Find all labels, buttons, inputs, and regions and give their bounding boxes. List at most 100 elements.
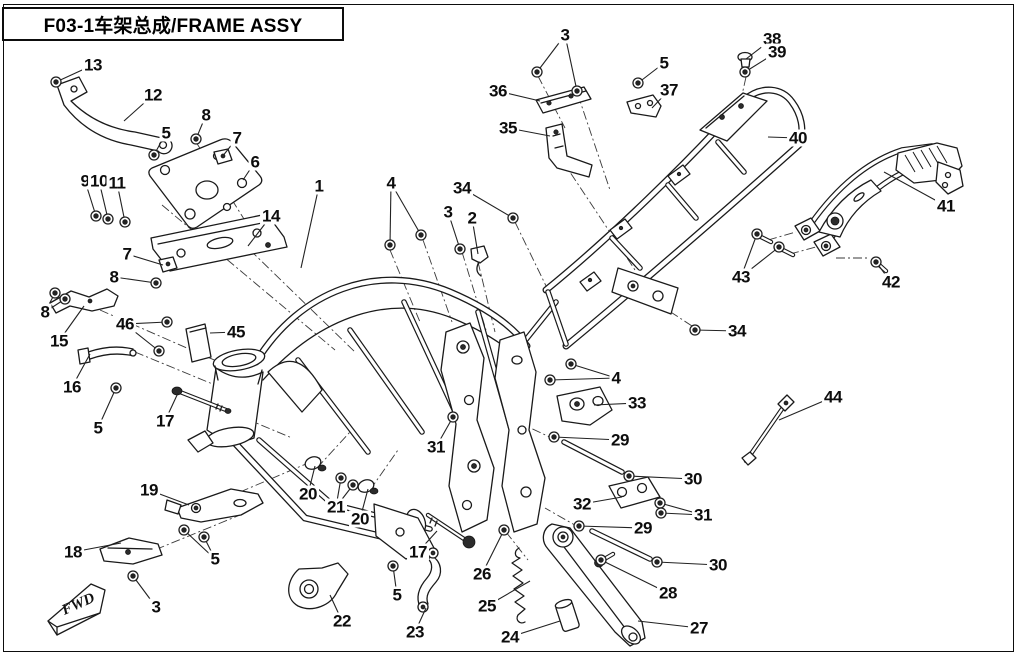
part-37-bracket xyxy=(626,94,662,118)
fastener-center xyxy=(501,527,507,533)
fastener-center xyxy=(547,377,553,383)
callout-3: 3 xyxy=(441,202,455,222)
part-pivot-plates xyxy=(373,322,546,560)
callout-46: 46 xyxy=(114,314,136,334)
callout-39: 39 xyxy=(766,42,788,62)
callout-45: 45 xyxy=(225,322,247,342)
fastener-center xyxy=(551,434,557,440)
page-title: F03-1车架总成/FRAME ASSY xyxy=(43,15,303,37)
fastener-center xyxy=(105,216,111,222)
fastener-center xyxy=(873,259,879,265)
callout-34: 34 xyxy=(451,178,473,198)
part-22-stand-bracket xyxy=(288,562,349,610)
callout-22: 22 xyxy=(331,611,353,631)
fastener-center xyxy=(598,557,604,563)
callout-30: 30 xyxy=(682,469,704,489)
callout-23: 23 xyxy=(404,622,426,642)
part-38-cap xyxy=(737,51,753,68)
callout-29: 29 xyxy=(609,430,631,450)
fastener-center xyxy=(193,136,199,142)
fastener-center xyxy=(390,563,396,569)
callout-34: 34 xyxy=(726,321,748,341)
fastener-center xyxy=(93,213,99,219)
part-35-bracket xyxy=(545,123,593,178)
fastener-center xyxy=(153,280,159,286)
part-17-bolt-bottom xyxy=(425,512,476,549)
fastener-center xyxy=(113,385,119,391)
part-20-bushings xyxy=(304,456,379,495)
frame-illustration: FWD xyxy=(47,51,964,647)
callout-28: 28 xyxy=(657,583,679,603)
fastener-center xyxy=(457,246,463,252)
callout-40: 40 xyxy=(787,128,809,148)
callout-42: 42 xyxy=(880,272,902,292)
callout-20: 20 xyxy=(297,484,319,504)
callout-5: 5 xyxy=(208,549,222,569)
title-box: F03-1车架总成/FRAME ASSY xyxy=(2,7,344,41)
part-33-bracket xyxy=(556,386,613,426)
callout-21: 21 xyxy=(325,497,347,517)
fastener-center xyxy=(350,482,356,488)
fastener-center xyxy=(568,361,574,367)
callout-13: 13 xyxy=(82,55,104,75)
callout-31: 31 xyxy=(692,505,714,525)
leader-line-4 xyxy=(390,182,422,236)
fastener-center xyxy=(574,88,580,94)
part-27-side-stand xyxy=(542,523,646,647)
leader-line-3 xyxy=(564,34,578,92)
callout-3: 3 xyxy=(149,597,163,617)
part-17-bolt-left xyxy=(171,386,232,414)
callout-12: 12 xyxy=(142,85,164,105)
fastener-center xyxy=(754,231,760,237)
callout-5: 5 xyxy=(91,418,105,438)
fastener-center xyxy=(576,523,582,529)
callout-6: 6 xyxy=(248,152,262,172)
part-30-bolts xyxy=(561,439,653,562)
callout-26: 26 xyxy=(471,564,493,584)
callout-8: 8 xyxy=(38,302,52,322)
fastener-center xyxy=(776,244,782,250)
callout-5: 5 xyxy=(657,53,671,73)
fastener-center xyxy=(510,215,516,221)
part-44-rod xyxy=(741,394,795,466)
leader-line-29 xyxy=(553,436,621,441)
callout-31: 31 xyxy=(425,437,447,457)
callout-41: 41 xyxy=(935,196,957,216)
callout-14: 14 xyxy=(260,206,282,226)
callout-33: 33 xyxy=(626,393,648,413)
part-32-plate xyxy=(608,476,661,509)
fastener-center xyxy=(53,79,59,85)
fastener-center xyxy=(122,219,128,225)
callout-38: 38 xyxy=(761,29,783,49)
callout-20: 20 xyxy=(349,509,371,529)
callout-11: 11 xyxy=(106,173,128,193)
part-2-clamp xyxy=(470,245,489,277)
callout-2: 2 xyxy=(465,208,479,228)
callout-7: 7 xyxy=(120,244,134,264)
callout-1: 1 xyxy=(312,176,326,196)
leader-line-4 xyxy=(549,377,617,381)
callout-44: 44 xyxy=(822,387,844,407)
callout-17: 17 xyxy=(407,542,429,562)
leader-line-1 xyxy=(300,185,320,269)
callout-24: 24 xyxy=(499,627,521,647)
part-head-tube xyxy=(187,348,266,453)
fastener-center xyxy=(450,414,456,420)
callout-32: 32 xyxy=(571,494,593,514)
fastener-center xyxy=(181,527,187,533)
fastener-center xyxy=(164,319,170,325)
fastener-center xyxy=(658,510,664,516)
callout-43: 43 xyxy=(730,267,752,287)
callout-30: 30 xyxy=(707,555,729,575)
fastener-center xyxy=(654,559,660,565)
callout-16: 16 xyxy=(61,377,83,397)
callout-15: 15 xyxy=(48,331,70,351)
fastener-center xyxy=(626,473,632,479)
callout-35: 35 xyxy=(497,118,519,138)
leader-line-4 xyxy=(570,363,617,379)
callout-29: 29 xyxy=(632,518,654,538)
fastener-center xyxy=(338,475,344,481)
fastener-center xyxy=(418,232,424,238)
